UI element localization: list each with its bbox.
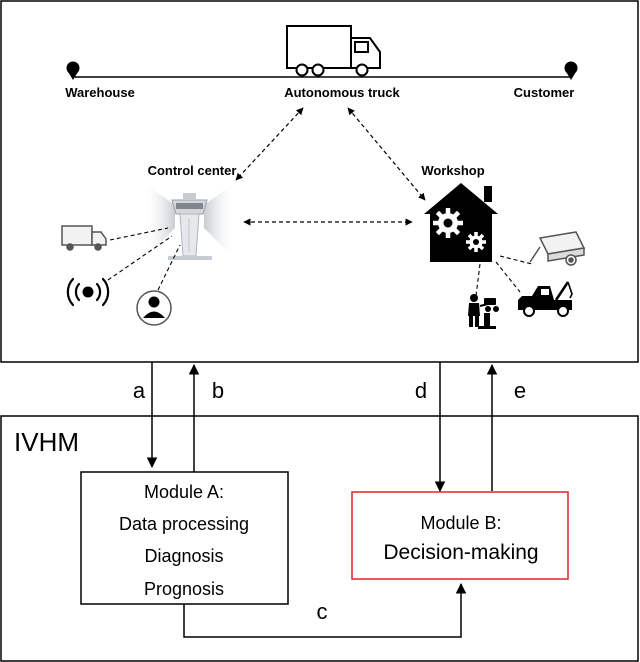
- module-a-line: Diagnosis: [144, 546, 223, 566]
- connector-mechanic: [475, 263, 481, 297]
- tow-truck-icon: [518, 281, 573, 317]
- warehouse-label: Warehouse: [65, 85, 135, 100]
- module-b-line: Decision-making: [383, 541, 538, 564]
- flow-label-e: e: [514, 378, 526, 403]
- truck-icon: [61, 225, 107, 251]
- flow-arrow-c: [183, 582, 467, 638]
- house-gears-icon: [424, 183, 498, 262]
- ivhm-title: IVHM: [14, 427, 79, 457]
- flow-label-c: c: [317, 599, 328, 624]
- mechanic-icon: [468, 294, 499, 329]
- autonomous-truck-label: Autonomous truck: [284, 85, 400, 100]
- module-b-box: [351, 491, 569, 580]
- location-pin-icon: [564, 61, 578, 80]
- link-truck-workshop: [347, 107, 426, 201]
- connector-signal: [107, 235, 173, 281]
- module-b-heading: Module B:: [420, 513, 501, 533]
- module-a-heading: Module A:: [144, 482, 224, 502]
- flow-label-a: a: [133, 378, 146, 403]
- control-tower-icon: [143, 182, 236, 260]
- control-center-label: Control center: [148, 163, 237, 178]
- workshop-label: Workshop: [421, 163, 484, 178]
- module-a-box: [80, 471, 289, 605]
- connector-small-truck: [109, 227, 169, 241]
- link-truck-control: [235, 107, 304, 181]
- connector-trailer: [499, 255, 533, 265]
- location-pin-icon: [66, 61, 80, 80]
- trailer-icon: [529, 231, 586, 266]
- module-a-line: Prognosis: [144, 579, 224, 599]
- customer-label: Customer: [514, 85, 575, 100]
- signal-icon: [66, 277, 110, 307]
- flow-label-b: b: [212, 378, 224, 403]
- module-a-line: Data processing: [119, 514, 249, 534]
- truck-icon: [286, 25, 381, 77]
- connector-operator: [157, 244, 181, 291]
- person-icon: [136, 290, 172, 326]
- flow-label-d: d: [415, 378, 427, 403]
